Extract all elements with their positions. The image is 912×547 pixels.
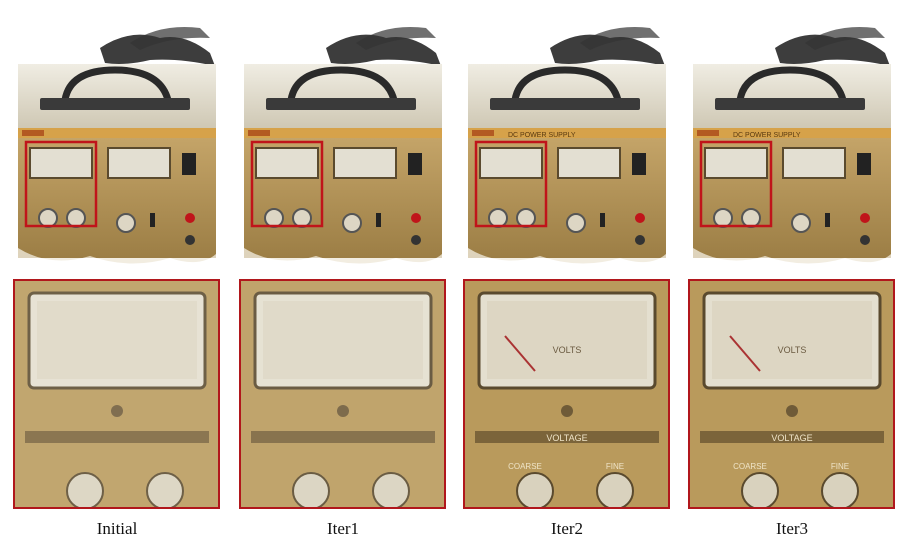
- panel-caption: Iter1: [326, 519, 360, 538]
- panel-caption: Iter2: [550, 519, 584, 538]
- panel-initial: Initial: [10, 0, 224, 547]
- device-overview-image: DC POWER SUPPLY: [460, 18, 674, 273]
- device-overview-image: [10, 18, 224, 273]
- knob-label-coarse: COARSE: [508, 462, 542, 471]
- zoom-crop-image: VOLTS VOLTAGE COARSE FINE: [463, 279, 670, 509]
- knob-label-fine: FINE: [831, 462, 849, 471]
- section-label: VOLTAGE: [546, 433, 587, 443]
- highlight-box: [474, 140, 548, 228]
- knob-label-fine: FINE: [606, 462, 624, 471]
- highlight-box: [24, 140, 98, 228]
- panel-iter1: Iter1: [236, 0, 450, 547]
- highlight-box: [250, 140, 324, 228]
- panel-iter3: DC POWER SUPPLY VOLTS VOLTAGE COARSE: [685, 0, 899, 547]
- meter-label: VOLTS: [778, 345, 807, 355]
- device-overview-image: DC POWER SUPPLY: [685, 18, 899, 273]
- panel-caption: Initial: [96, 519, 138, 538]
- highlight-box: [699, 140, 773, 228]
- section-label: VOLTAGE: [771, 433, 812, 443]
- panel-iter2: DC POWER SUPPLY VOLTS VOLTAGE COARSE: [460, 0, 674, 547]
- brand-strip-text: DC POWER SUPPLY: [508, 132, 576, 139]
- knob-label-coarse: COARSE: [733, 462, 767, 471]
- zoom-crop-image: VOLTS VOLTAGE COARSE FINE: [688, 279, 895, 509]
- device-overview-image: [236, 18, 450, 273]
- zoom-crop-image: [13, 279, 220, 509]
- zoom-crop-image: [239, 279, 446, 509]
- panel-caption: Iter3: [775, 519, 809, 538]
- meter-label: VOLTS: [553, 345, 582, 355]
- brand-strip-text: DC POWER SUPPLY: [733, 132, 801, 139]
